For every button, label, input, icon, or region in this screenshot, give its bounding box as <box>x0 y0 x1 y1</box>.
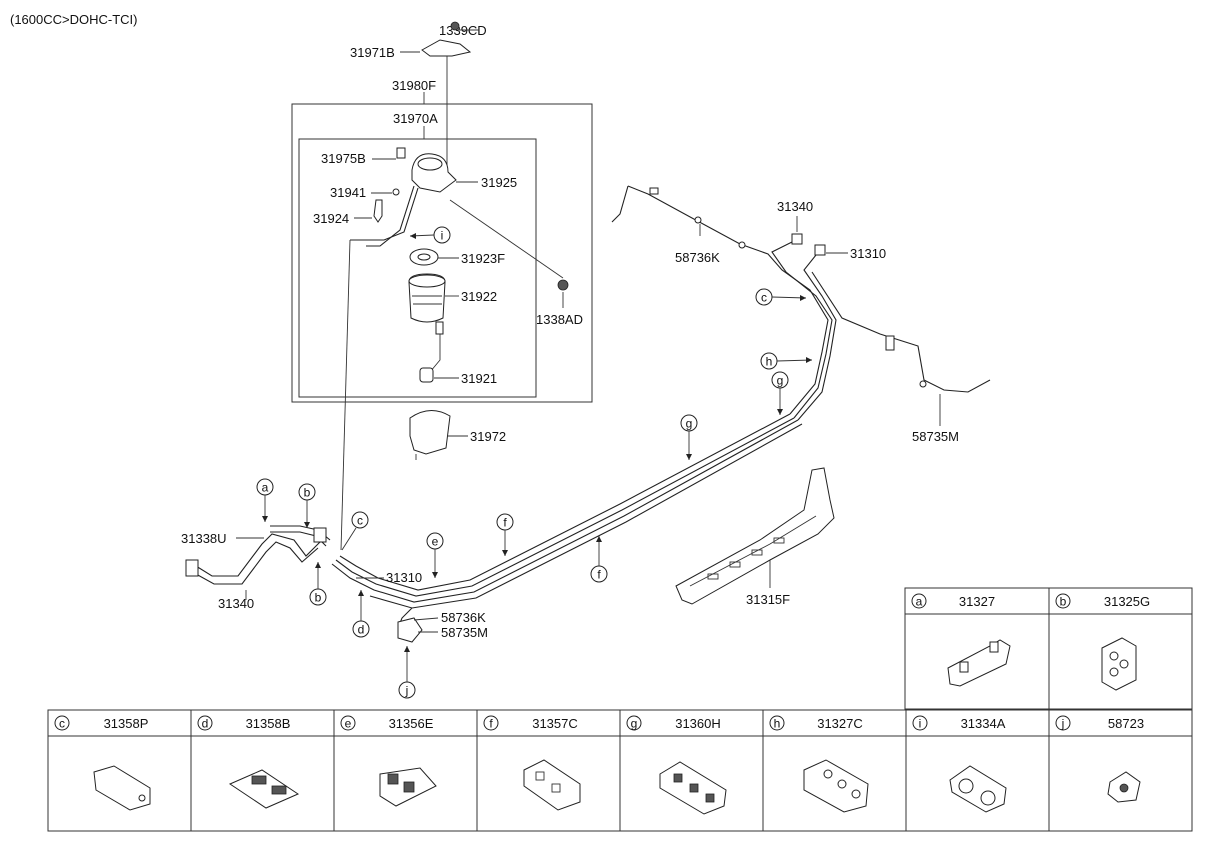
svg-text:31327: 31327 <box>959 594 995 609</box>
callout-31971B: 31971B <box>350 45 395 60</box>
svg-text:g: g <box>631 717 638 731</box>
callout-31340-bot: 31340 <box>218 596 254 611</box>
svg-text:c: c <box>59 717 65 731</box>
assembly-box-31980F <box>291 103 593 403</box>
letter-g-top: g <box>777 374 784 388</box>
callout-31922: 31922 <box>461 289 497 304</box>
nut-1338AD <box>557 279 569 291</box>
svg-text:e: e <box>345 717 352 731</box>
svg-text:31358P: 31358P <box>104 716 149 731</box>
engine-spec-label: (1600CC>DOHC-TCI) <box>10 12 138 27</box>
svg-text:31334A: 31334A <box>961 716 1006 731</box>
callout-58736K-bot: 58736K <box>441 610 486 625</box>
protector-31315F <box>675 467 835 605</box>
svg-text:i: i <box>919 717 922 731</box>
callout-31310-bot: 31310 <box>386 570 422 585</box>
callout-58735M-bot: 58735M <box>441 625 488 640</box>
callout-58735M-top: 58735M <box>912 429 959 444</box>
callout-58736K-top: 58736K <box>675 250 720 265</box>
svg-text:31325G: 31325G <box>1104 594 1150 609</box>
legend-cell-e: e 31356E <box>340 715 437 807</box>
svg-text:31357C: 31357C <box>532 716 578 731</box>
callout-31924: 31924 <box>313 211 349 226</box>
callout-31975B: 31975B <box>321 151 366 166</box>
callout-31925: 31925 <box>481 175 517 190</box>
callout-1339CD: 1339CD <box>439 23 487 38</box>
letter-e: e <box>432 535 439 549</box>
sensor-31924 <box>373 199 383 223</box>
legend-cell-f: f 31357C <box>483 715 581 811</box>
svg-text:31356E: 31356E <box>389 716 434 731</box>
letter-a: a <box>262 481 269 495</box>
callout-31338U: 31338U <box>181 531 227 546</box>
bracket-31972 <box>409 410 451 455</box>
callout-1338AD: 1338AD <box>536 312 583 327</box>
letter-i: i <box>441 229 444 243</box>
callout-31921: 31921 <box>461 371 497 386</box>
letter-d: d <box>358 623 365 637</box>
clip-58723 <box>397 617 423 643</box>
letter-b-bot: b <box>315 591 322 605</box>
letter-c-bot: c <box>357 514 363 528</box>
sensor-31921 <box>419 367 434 383</box>
assembly-box-31970A <box>298 138 537 398</box>
callout-31315F: 31315F <box>746 592 790 607</box>
svg-text:j: j <box>1061 717 1065 731</box>
svg-text:31358B: 31358B <box>246 716 291 731</box>
callout-31972: 31972 <box>470 429 506 444</box>
callout-31970A: 31970A <box>393 111 438 126</box>
svg-text:f: f <box>489 717 493 731</box>
callout-31941: 31941 <box>330 185 366 200</box>
svg-text:d: d <box>202 717 209 731</box>
svg-text:a: a <box>916 595 923 609</box>
letter-h: h <box>766 355 773 369</box>
callout-31923F: 31923F <box>461 251 505 266</box>
bolt-31975B <box>396 147 406 159</box>
bracket-31971B <box>421 39 472 57</box>
letter-g-mid: g <box>686 417 693 431</box>
letter-c-top: c <box>761 291 767 305</box>
legend-cell-c: c 31358P <box>54 715 151 811</box>
legend-cell-h: h 31327C <box>769 715 869 813</box>
letter-f-top: f <box>503 516 507 530</box>
callout-31340-top: 31340 <box>777 199 813 214</box>
svg-text:31327C: 31327C <box>817 716 863 731</box>
svg-text:58723: 58723 <box>1108 716 1144 731</box>
letter-j: j <box>405 684 409 698</box>
legend-cell-g: g 31360H <box>626 715 727 815</box>
callout-31980F: 31980F <box>392 78 436 93</box>
svg-text:h: h <box>774 717 781 731</box>
legend-cell-a: a 31327 <box>911 593 1011 687</box>
callout-31310-top: 31310 <box>850 246 886 261</box>
legend-cell-b: b 31325G <box>1055 593 1150 691</box>
legend-cell-j: j 58723 <box>1055 715 1144 803</box>
letter-f-bot: f <box>597 568 601 582</box>
nut-1339CD <box>450 21 460 31</box>
svg-text:31360H: 31360H <box>675 716 721 731</box>
svg-text:b: b <box>1060 595 1067 609</box>
legend-cell-d: d 31358B <box>197 715 300 809</box>
legend-cell-i: i 31334A <box>912 715 1007 813</box>
letter-b-top: b <box>304 486 311 500</box>
